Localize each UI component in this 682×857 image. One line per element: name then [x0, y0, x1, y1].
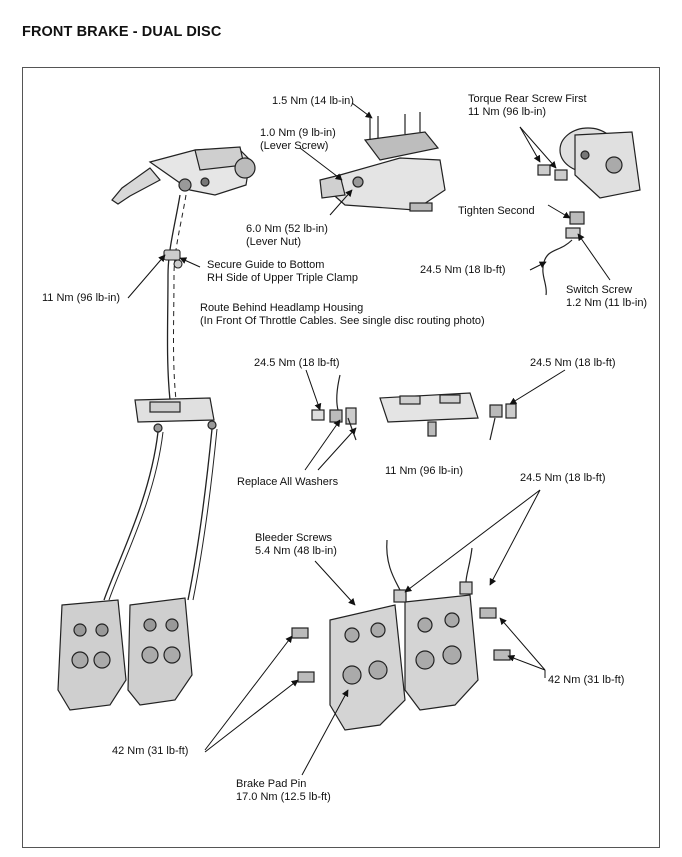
manifold-exploded	[311, 374, 517, 441]
label-torque-rear-screw: Torque Rear Screw First 11 Nm (96 lb-in)	[468, 93, 587, 119]
label-torque-rear-screw-text: Torque Rear Screw First	[468, 93, 587, 105]
label-reservoir-cover-screws: 1.5 Nm (14 lb-in)	[272, 95, 354, 107]
label-bleeder-screws-name: Bleeder Screws	[255, 532, 333, 544]
line-guide	[163, 249, 183, 269]
diagram-frame	[22, 67, 660, 848]
label-secure-guide-line1: Secure Guide to Bottom	[207, 259, 325, 271]
label-banjo-master: 24.5 Nm (18 lb-ft)	[420, 264, 506, 276]
master-cylinder-assembly	[111, 146, 256, 205]
label-secure-guide: Secure Guide to Bottom RH Side of Upper …	[207, 259, 358, 285]
label-guide-torque: 11 Nm (96 lb-in)	[42, 292, 121, 304]
label-tighten-second: Tighten Second	[458, 205, 535, 217]
brake-line-left	[103, 431, 159, 601]
caliper-pair-exploded	[291, 581, 511, 731]
label-lever-screw-torque: 1.0 Nm (9 lb-in)	[260, 127, 336, 139]
lower-manifold-left	[134, 397, 217, 433]
reservoir-exploded	[319, 112, 446, 212]
page-title: FRONT BRAKE - DUAL DISC	[22, 24, 222, 40]
label-manifold-right-banjo: 24.5 Nm (18 lb-ft)	[530, 357, 616, 369]
label-bleeder-screws: Bleeder Screws 5.4 Nm (48 lb-in)	[255, 532, 337, 558]
caliper-pair-left	[57, 597, 193, 711]
brake-line-upper	[166, 194, 181, 401]
brake-line-right	[187, 428, 213, 601]
label-manifold-bolt: 11 Nm (96 lb-in)	[385, 465, 464, 477]
label-brake-pad-pin: Brake Pad Pin 17.0 Nm (12.5 lb-ft)	[236, 778, 331, 804]
label-switch-screw: Switch Screw 1.2 Nm (11 lb-in)	[566, 284, 647, 310]
label-route-line1: Route Behind Headlamp Housing	[200, 302, 364, 314]
label-torque-rear-screw-value: 11 Nm (96 lb-in)	[468, 106, 547, 118]
brake-line-caliper-2	[465, 547, 473, 583]
leader-arrows	[127, 102, 611, 776]
label-lever-nut-torque: 6.0 Nm (52 lb-in)	[246, 223, 328, 235]
label-route-line2: (In Front Of Throttle Cables. See single…	[200, 315, 485, 327]
label-bleeder-screws-torque: 5.4 Nm (48 lb-in)	[255, 545, 337, 557]
label-manifold-left-banjo: 24.5 Nm (18 lb-ft)	[254, 357, 340, 369]
label-lever-nut: 6.0 Nm (52 lb-in) (Lever Nut)	[246, 223, 328, 249]
label-caliper-mount-left: 42 Nm (31 lb-ft)	[112, 745, 189, 757]
label-caliper-banjo: 24.5 Nm (18 lb-ft)	[520, 472, 606, 484]
label-switch-screw-name: Switch Screw	[566, 284, 633, 296]
label-switch-screw-torque: 1.2 Nm (11 lb-in)	[566, 297, 648, 309]
label-lever-screw: 1.0 Nm (9 lb-in) (Lever Screw)	[260, 127, 336, 153]
label-brake-pad-pin-name: Brake Pad Pin	[236, 778, 307, 790]
brake-line-caliper-1	[386, 539, 401, 591]
label-route: Route Behind Headlamp Housing (In Front …	[200, 302, 485, 328]
label-brake-pad-pin-torque: 17.0 Nm (12.5 lb-ft)	[236, 791, 331, 803]
label-lever-nut-name: (Lever Nut)	[246, 236, 302, 248]
right-master-cylinder	[537, 127, 641, 239]
label-replace-washers: Replace All Washers	[237, 476, 339, 488]
label-lever-screw-name: (Lever Screw)	[260, 140, 329, 152]
label-secure-guide-line2: RH Side of Upper Triple Clamp	[207, 272, 359, 284]
label-caliper-mount-right: 42 Nm (31 lb-ft)	[548, 674, 625, 686]
